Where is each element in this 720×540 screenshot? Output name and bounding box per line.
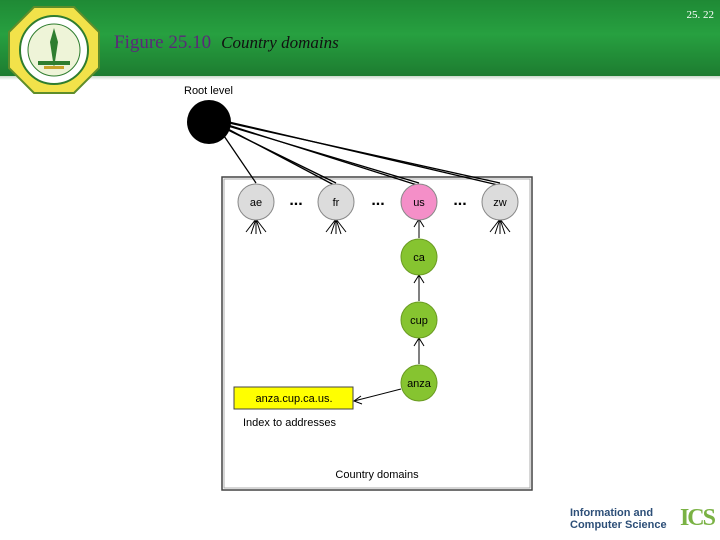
link-root-extra-1: [225, 127, 335, 186]
figure-number: Figure 25.10: [114, 32, 212, 53]
tld-fan-arrows: [245, 218, 511, 235]
subdomain-node-cup: [400, 301, 438, 339]
domain-label-ae: ae: [250, 197, 262, 209]
fan-ae: [245, 218, 267, 235]
fan-fr: [325, 218, 347, 235]
root-node: [187, 100, 231, 144]
domain-label-us: us: [413, 197, 425, 209]
country-domains-box-inner: [223, 178, 531, 489]
university-logo: [8, 6, 100, 94]
subdomain-node-ca: [400, 238, 438, 276]
slide-number: 25. 22: [686, 9, 715, 21]
index-entry-box: [233, 386, 354, 410]
domain-node-fr: [317, 183, 355, 221]
subdomain-label-ca: ca: [413, 252, 426, 264]
subdomain-label-cup: cup: [410, 315, 428, 327]
footer-badge-text: ICS: [679, 505, 716, 531]
header-divider: [0, 76, 720, 80]
domain-node-ae: [237, 183, 275, 221]
root-links: [221, 121, 501, 186]
country-domains-box: [221, 176, 533, 491]
ellipsis-2: ...: [371, 192, 384, 209]
figure-caption: Country domains: [221, 33, 339, 52]
footer-logo-text: Information and Computer Science: [570, 507, 667, 531]
index-pointer-arrowhead: [352, 395, 363, 405]
fan-zw: [489, 218, 511, 235]
slide-title: Figure 25.10 Country domains: [114, 32, 339, 54]
subdomain-label-anza: anza: [407, 378, 432, 390]
footer-line-1: Information and: [570, 507, 654, 519]
link-root-extra-3: [228, 121, 499, 186]
footer-logo: Information and Computer Science ICS: [566, 504, 716, 536]
footer-line-2: Computer Science: [570, 519, 667, 531]
subdomain-node-anza: [400, 364, 438, 402]
index-pointer-line: [353, 388, 402, 402]
country-domains-caption: Country domains: [335, 469, 419, 481]
header-bar: [0, 0, 720, 76]
link-root-extra-2: [227, 124, 418, 186]
ellipsis-1: ...: [289, 192, 302, 209]
domain-node-us: [400, 183, 438, 221]
domain-label-fr: fr: [333, 197, 340, 209]
index-entry-text: anza.cup.ca.us.: [255, 393, 332, 405]
domain-node-zw: [481, 183, 519, 221]
ellipsis-3: ...: [453, 192, 466, 209]
domain-label-zw: zw: [493, 197, 507, 209]
footer-badge: ICS: [679, 505, 716, 532]
link-root-ae: [221, 132, 257, 184]
index-caption: Index to addresses: [243, 417, 336, 429]
root-level-label: Root level: [184, 85, 233, 97]
